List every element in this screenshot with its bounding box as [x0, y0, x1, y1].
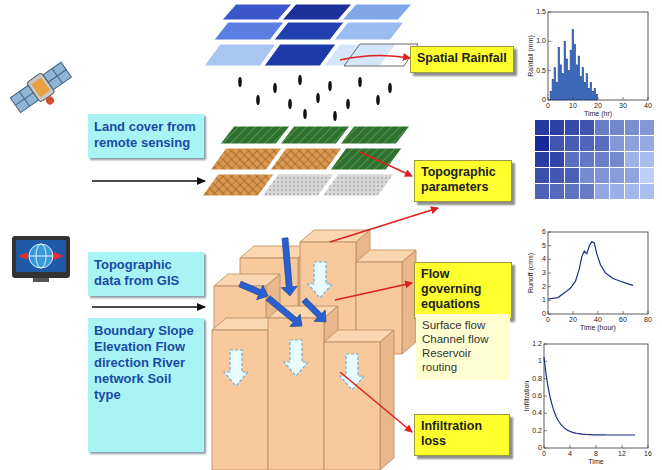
tick-label: 60	[619, 316, 627, 324]
output-box: Infiltration loss	[414, 414, 510, 456]
box-text: Topographic parameters	[421, 165, 505, 195]
input-arrow	[92, 180, 205, 182]
computer-icon	[12, 236, 70, 282]
satellite-icon	[9, 60, 78, 122]
terrain-blocks	[212, 230, 416, 470]
tick-label: 2	[542, 283, 546, 291]
tick-label: 80	[644, 316, 652, 324]
tick-label: 0.4	[532, 409, 542, 417]
tick-label: 20	[569, 316, 577, 324]
tick-label: 0	[542, 310, 546, 318]
tick-label: 1	[538, 357, 542, 365]
tick-label: 0	[538, 444, 542, 452]
grid-layers	[202, 4, 418, 196]
output-box: Topographic parameters	[414, 160, 512, 202]
axis-title: Time (hour)	[580, 324, 616, 332]
box-text: Boundary Slope Elevation Flow direction …	[94, 323, 198, 403]
tick-label: 30	[619, 102, 627, 110]
box-text: Topographic data from GIS	[94, 257, 198, 289]
flow-list-box: Surface flow Channel flow Reservoir rout…	[416, 314, 510, 380]
tick-label: 0	[546, 316, 550, 324]
tick-label: 12	[618, 450, 626, 458]
tick-label: 1.0	[536, 37, 546, 45]
tick-label: 4	[542, 255, 546, 263]
tick-label: 0.8	[532, 375, 542, 383]
tick-label: 0.2	[532, 427, 542, 435]
tick-label: 16	[644, 450, 652, 458]
input-arrow	[92, 306, 205, 308]
box-text: Infiltration loss	[421, 419, 503, 449]
tick-label: 0	[542, 450, 546, 458]
tick-label: 5	[542, 242, 546, 250]
tick-label: 6	[542, 228, 546, 236]
rain-drops	[238, 75, 392, 121]
tick-label: 0.5	[536, 67, 546, 75]
axis-title: Runoff (cms)	[527, 253, 535, 293]
tick-label: 8	[594, 450, 598, 458]
output-box: Flow governing equations	[414, 262, 512, 319]
tick-label: 0	[542, 96, 546, 104]
tick-label: 40	[644, 102, 652, 110]
box-text: Flow governing equations	[421, 267, 505, 312]
tick-label: 1	[542, 296, 546, 304]
tick-label: 10	[569, 102, 577, 110]
box-text: Land cover from remote sensing	[94, 119, 198, 151]
tick-label: 0.6	[532, 392, 542, 400]
tick-label: 40	[594, 316, 602, 324]
source-box: Topographic data from GIS	[88, 252, 204, 296]
tick-label: 1.5	[536, 8, 546, 16]
tick-label: 3	[542, 269, 546, 277]
tick-label: 0	[546, 102, 550, 110]
tick-label: 4	[568, 450, 572, 458]
box-text: Spatial Rainfall	[417, 51, 507, 66]
axis-title: Time	[588, 458, 603, 466]
charts	[535, 12, 654, 448]
axis-title: Infiltration	[523, 381, 531, 411]
tick-label: 1.2	[532, 340, 542, 348]
source-box: Land cover from remote sensing	[88, 114, 204, 158]
parameter-list-box: Boundary Slope Elevation Flow direction …	[88, 318, 204, 452]
tick-label: 20	[594, 102, 602, 110]
output-box: Spatial Rainfall	[410, 46, 514, 73]
axis-title: Rainfall (mm)	[527, 35, 535, 77]
box-text: Surface flow Channel flow Reservoir rout…	[422, 318, 504, 374]
axis-title: Time (hr)	[584, 110, 612, 118]
